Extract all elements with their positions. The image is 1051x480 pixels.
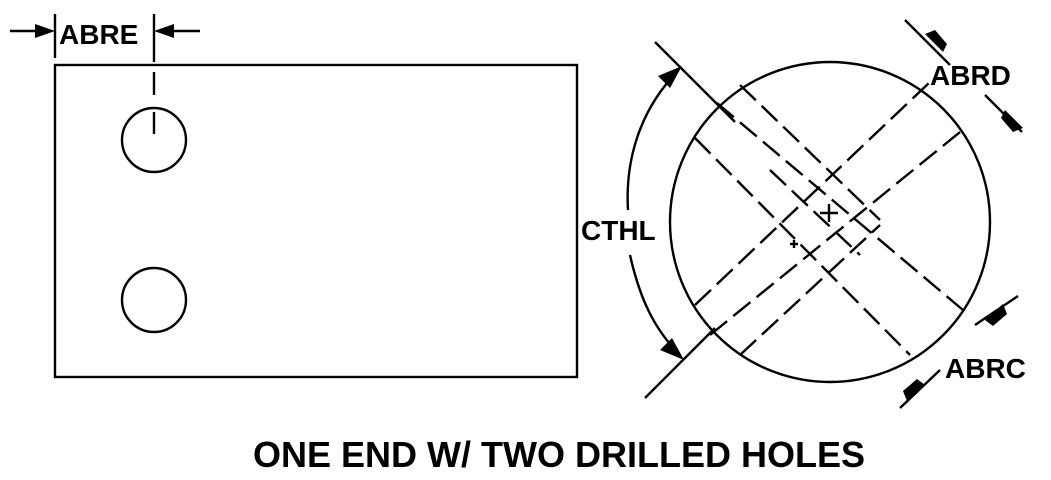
abrd-arrow-1 <box>925 30 947 52</box>
drilled-hole-upper <box>120 106 188 174</box>
hidden-hole-a-edge-1 <box>694 137 911 356</box>
bar-end-view-circle <box>668 60 992 384</box>
abrc-label: ABRC <box>945 353 1026 384</box>
drilled-hole-lower <box>120 266 188 334</box>
cthl-arc-upper <box>626 71 678 211</box>
abrc-arrow-1 <box>985 304 1007 326</box>
hidden-hole-b-edge-2 <box>769 169 861 256</box>
abrc-dimension <box>899 295 1019 409</box>
abre-arrow-left <box>35 24 55 38</box>
cthl-arrow-upper <box>658 66 682 88</box>
abre-label: ABRE <box>59 19 138 50</box>
bar-side-view <box>53 63 579 379</box>
cthl-label: CTHL <box>581 215 656 246</box>
abre-dimension <box>10 14 200 62</box>
cthl-extension-upper <box>654 41 736 123</box>
abre-arrow-right <box>154 24 174 38</box>
hidden-hole-b-edge-1 <box>739 84 881 221</box>
cthl-dimension <box>626 41 736 399</box>
drawing-caption: ONE END W/ TWO DRILLED HOLES <box>253 434 865 475</box>
hidden-hole-a-edge-2 <box>716 102 964 311</box>
abrc-arrow-2 <box>903 379 925 401</box>
abrd-label: ABRD <box>930 60 1011 91</box>
hidden-hole-d-edge-1 <box>739 224 881 356</box>
abrd-dimension <box>904 19 1023 133</box>
cthl-extension-lower <box>644 327 716 399</box>
hidden-hole-c-edge-2 <box>709 127 966 336</box>
hidden-hole-c-edge-1 <box>694 81 931 306</box>
abrd-arrow-2 <box>1001 110 1023 132</box>
cthl-arrow-lower <box>660 338 684 360</box>
abrd-ext-1 <box>904 19 951 66</box>
